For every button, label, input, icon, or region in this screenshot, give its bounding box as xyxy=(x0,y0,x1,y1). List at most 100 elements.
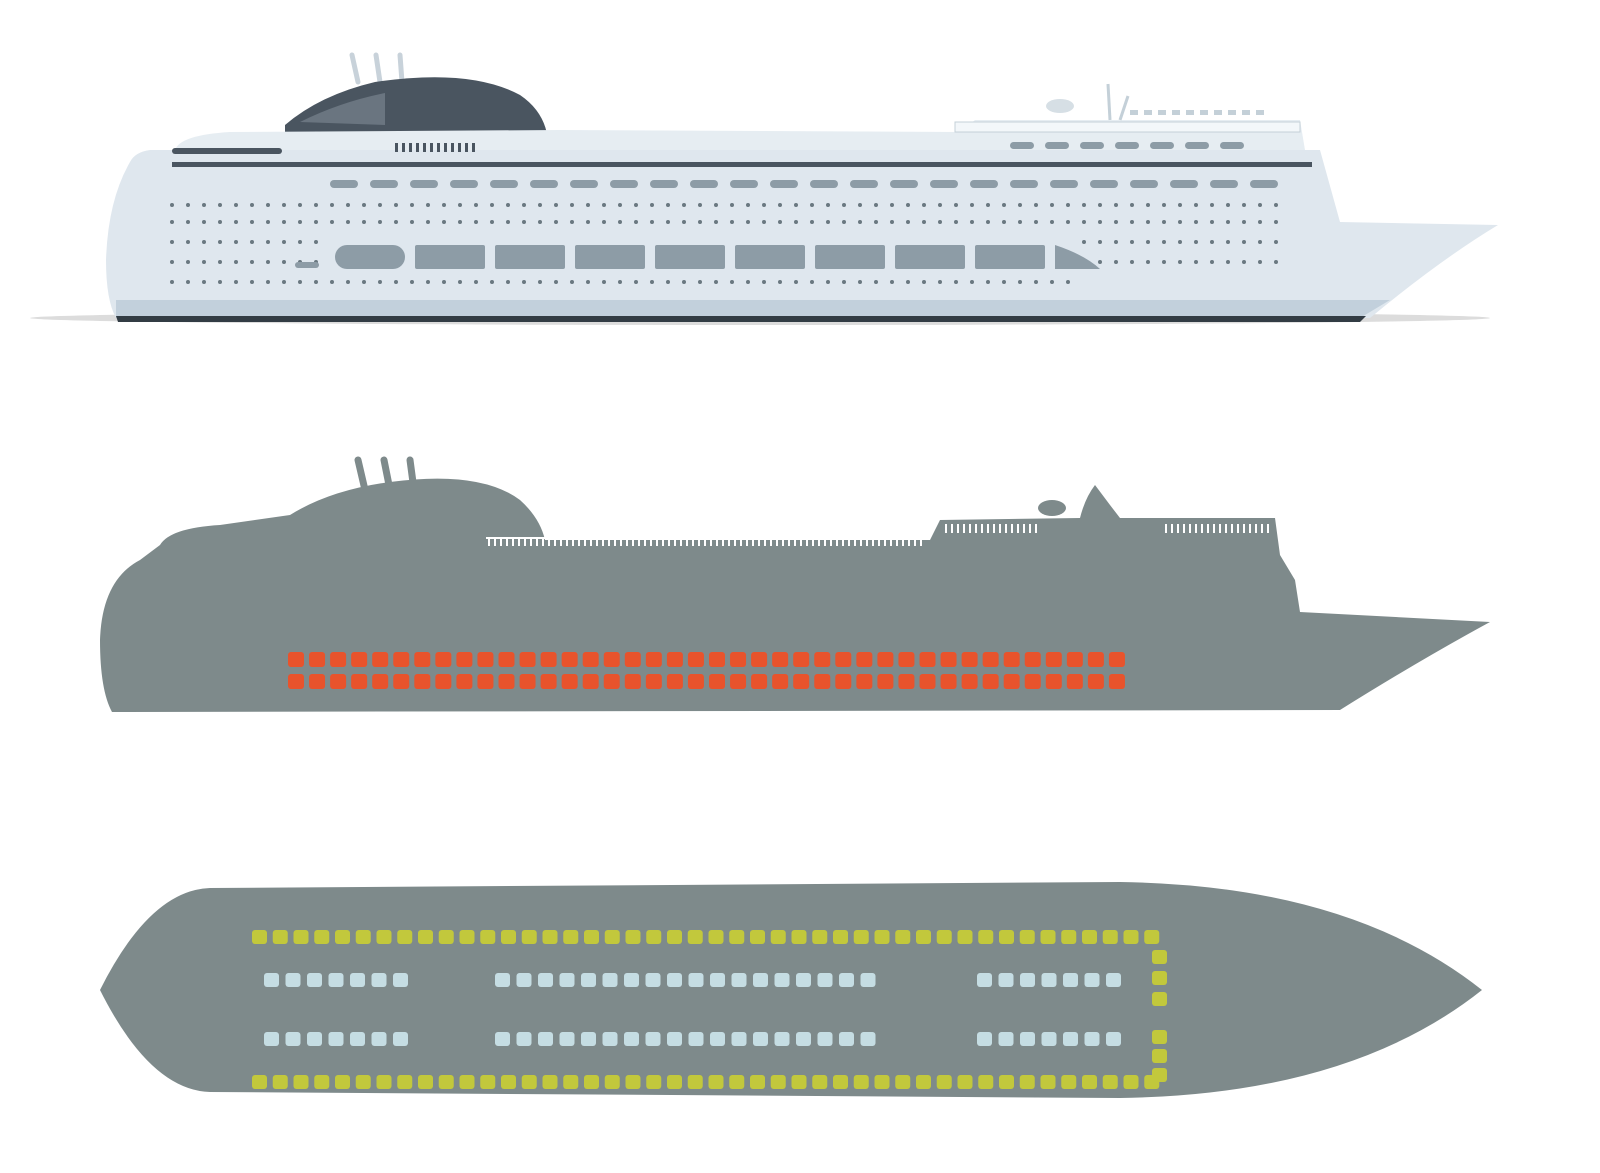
outside-cabin xyxy=(1040,1075,1056,1089)
porthole xyxy=(730,203,734,207)
porthole xyxy=(170,260,174,264)
porthole xyxy=(954,220,958,224)
vent-grille xyxy=(395,143,475,152)
bridge-window xyxy=(1130,110,1138,115)
porthole xyxy=(522,220,526,224)
railing-post xyxy=(608,537,610,546)
porthole xyxy=(970,203,974,207)
railing-post xyxy=(963,524,965,533)
outside-cabin xyxy=(916,930,931,944)
porthole xyxy=(186,203,190,207)
porthole xyxy=(1210,240,1214,244)
porthole xyxy=(730,220,734,224)
railing-post xyxy=(716,537,718,546)
interior-cabin xyxy=(582,674,599,689)
main-hull xyxy=(106,150,1498,318)
porthole xyxy=(1002,280,1006,284)
window-slot xyxy=(810,180,838,188)
porthole xyxy=(522,203,526,207)
porthole xyxy=(794,203,798,207)
window-slot xyxy=(1220,142,1244,149)
side-cutaway-illustration xyxy=(100,456,1490,712)
railing-post xyxy=(920,537,922,546)
outside-cabin xyxy=(687,930,703,944)
interior-cabin xyxy=(540,674,557,689)
porthole xyxy=(826,220,830,224)
outside-cabin xyxy=(1019,1075,1035,1089)
inside-cabin xyxy=(1020,973,1035,987)
porthole xyxy=(202,280,206,284)
promenade-window xyxy=(975,245,1045,269)
porthole xyxy=(1098,220,1102,224)
porthole xyxy=(778,203,782,207)
inside-cabin xyxy=(581,973,596,987)
connector-cabin xyxy=(1152,1049,1167,1063)
porthole xyxy=(1178,240,1182,244)
window-slot xyxy=(1130,180,1158,188)
railing-post xyxy=(1213,524,1215,533)
porthole xyxy=(378,220,382,224)
porthole xyxy=(858,280,862,284)
vent-slat xyxy=(402,143,405,152)
bridge-window xyxy=(1186,110,1194,115)
vent-slat xyxy=(451,143,454,152)
inside-cabin xyxy=(559,973,575,987)
porthole xyxy=(394,280,398,284)
interior-cabin-grid xyxy=(288,652,1125,689)
porthole xyxy=(922,203,926,207)
interior-cabin xyxy=(1024,674,1041,689)
porthole xyxy=(538,203,542,207)
outside-cabin xyxy=(1123,1075,1139,1089)
keel-stripe xyxy=(116,316,1366,322)
railing-post xyxy=(1171,524,1173,533)
interior-cabin xyxy=(1003,674,1020,689)
railing-post xyxy=(806,537,808,546)
railing-post xyxy=(782,537,784,546)
outside-cabin xyxy=(936,930,952,944)
interior-cabin xyxy=(814,652,831,667)
railing-post xyxy=(975,524,977,533)
promenade-window xyxy=(415,245,485,269)
porthole xyxy=(1226,203,1230,207)
porthole xyxy=(218,280,222,284)
porthole xyxy=(842,203,846,207)
interior-cabin xyxy=(1087,674,1104,689)
interior-cabin xyxy=(351,652,368,667)
interior-cabin xyxy=(814,674,831,689)
inside-cabin xyxy=(667,1032,682,1046)
railing-post xyxy=(602,537,604,546)
porthole xyxy=(218,240,222,244)
exterior-ship-illustration xyxy=(30,52,1498,325)
railing-post xyxy=(957,524,959,533)
outside-cabin xyxy=(646,930,662,944)
railing-post xyxy=(842,537,844,546)
porthole xyxy=(218,203,222,207)
inside-cabin xyxy=(602,973,618,987)
inside-cabin xyxy=(393,1032,408,1046)
interior-cabin xyxy=(751,652,768,667)
porthole xyxy=(266,240,270,244)
outside-cabin xyxy=(542,930,558,944)
inside-cabin xyxy=(1106,973,1121,987)
porthole xyxy=(570,280,574,284)
window-slot xyxy=(1080,142,1104,149)
interior-cabin xyxy=(645,652,662,667)
outside-cabin xyxy=(957,1075,973,1089)
railing-post xyxy=(1249,524,1251,533)
porthole xyxy=(1018,220,1022,224)
porthole xyxy=(1098,240,1102,244)
porthole xyxy=(458,220,462,224)
porthole xyxy=(1002,220,1006,224)
inside-cabin xyxy=(860,973,876,987)
window-slot xyxy=(1210,180,1238,188)
porthole xyxy=(1130,240,1134,244)
interior-cabin xyxy=(624,674,641,689)
railing-post xyxy=(981,524,983,533)
railing-post xyxy=(794,537,796,546)
porthole xyxy=(618,203,622,207)
porthole xyxy=(490,203,494,207)
porthole xyxy=(266,260,270,264)
porthole xyxy=(1226,260,1230,264)
railing-post xyxy=(836,537,838,546)
porthole xyxy=(698,220,702,224)
